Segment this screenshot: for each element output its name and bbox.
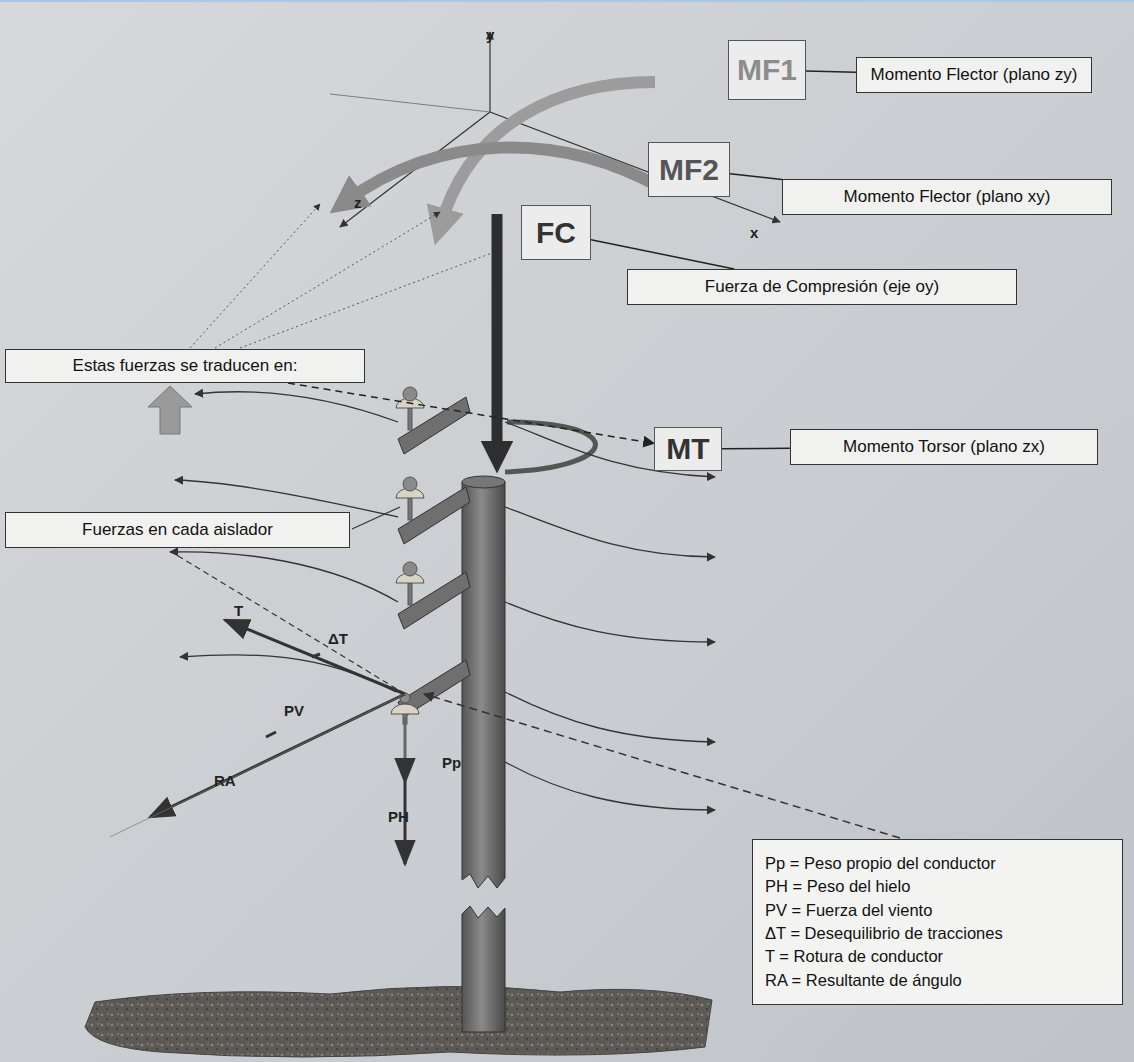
node-text: FC <box>536 216 576 250</box>
bending-moment-arrow <box>345 147 660 202</box>
moment-symbol: MF1 <box>728 40 806 100</box>
force-label: PV <box>282 702 306 719</box>
node-text: RA = Resultante de ángulo <box>765 969 962 992</box>
axes <box>330 32 780 227</box>
note-box: Fuerzas en cada aislador <box>5 512 350 548</box>
node-text: T = Rotura de conductor <box>765 945 943 968</box>
force-label: y <box>484 26 496 43</box>
node-text: PH = Peso del hielo <box>765 875 910 898</box>
ground <box>85 986 712 1057</box>
connector <box>730 174 782 180</box>
force-curves <box>170 392 715 810</box>
up-arrow <box>148 386 192 434</box>
node-text: Momento Torsor (plano zx) <box>843 437 1045 457</box>
caption-box: Momento Flector (plano xy) <box>782 179 1112 215</box>
caption-box: Momento Torsor (plano zx) <box>790 429 1098 465</box>
moment-symbol: MF2 <box>648 142 730 197</box>
insulators <box>391 387 424 724</box>
node-text: Momento Flector (plano zy) <box>871 65 1078 85</box>
force-label: Pp <box>440 754 463 771</box>
force-label: x <box>748 224 760 241</box>
key-box: Pp = Peso propio del conductorPH = Peso … <box>752 839 1123 1005</box>
force-label: ΔT <box>326 630 350 647</box>
node-text: ΔT = Desequilibrio de tracciones <box>765 922 1003 945</box>
caption-box: Momento Flector (plano zy) <box>856 57 1092 93</box>
node-text: MF1 <box>737 53 797 87</box>
node-text: Estas fuerzas se traducen en: <box>73 356 298 376</box>
node-text: Fuerza de Compresión (eje oy) <box>705 277 939 297</box>
cross-arms <box>398 397 470 717</box>
force-symbol: FC <box>521 205 591 260</box>
force-label: z <box>352 194 364 211</box>
conductor-forces <box>110 554 405 864</box>
caption-box: Fuerza de Compresión (eje oy) <box>627 269 1017 305</box>
force-label: T <box>232 602 245 619</box>
moment-symbol: MT <box>654 427 722 471</box>
torsion-arrow <box>505 422 595 472</box>
node-text: Momento Flector (plano xy) <box>844 187 1051 207</box>
node-text: PV = Fuerza del viento <box>765 899 932 922</box>
connector <box>806 71 856 72</box>
force-label: PH <box>386 808 411 825</box>
node-text: Fuerzas en cada aislador <box>82 520 273 540</box>
node-text: MF2 <box>659 153 719 187</box>
pole <box>462 476 505 1032</box>
node-text: Pp = Peso propio del conductor <box>765 852 996 875</box>
compression-arrow <box>492 214 503 457</box>
force-label: RA <box>212 772 238 789</box>
connector <box>288 383 654 443</box>
connector <box>591 240 734 269</box>
dotted-leaders <box>190 204 500 348</box>
leader-lines <box>352 507 900 838</box>
note-box: Estas fuerzas se traducen en: <box>5 349 365 383</box>
connector <box>722 447 790 449</box>
node-text: MT <box>666 432 709 466</box>
